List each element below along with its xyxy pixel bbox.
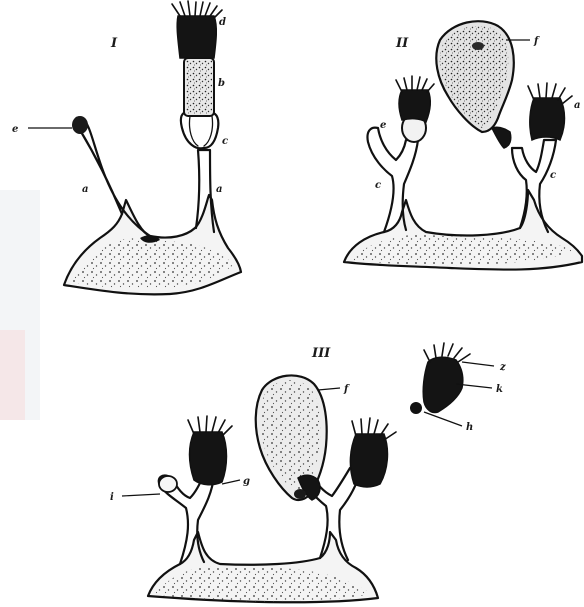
panel-iii-label-z: z [499, 362, 506, 373]
panel-i-label-b: b [218, 78, 225, 89]
panel-i-cell-body-stipple [186, 60, 212, 114]
panel-iii-flask-tip [294, 489, 306, 499]
panel-i-collar-inner [189, 116, 212, 146]
panel-iii-leader-z [462, 362, 494, 366]
background-smear-pink [0, 330, 25, 420]
panel-ii-label-c-right: c [550, 170, 556, 181]
panel-ii: II f a e c c [344, 21, 582, 269]
panel-i: I a b c d e a [12, 1, 241, 294]
panel-iii-numeral: III [311, 346, 331, 361]
panel-iii-left-crown [190, 432, 227, 485]
panel-ii-label-e: e [380, 120, 386, 131]
panel-iii-label-h: h [466, 422, 473, 433]
panel-ii-left-crown [399, 90, 430, 122]
panel-ii-flask-dark-spot [472, 42, 484, 50]
panel-ii-right-crown [530, 98, 565, 140]
panel-iii-label-i: i [110, 492, 114, 503]
panel-iii-label-k: k [496, 384, 503, 395]
panel-iii-leader-h [424, 412, 462, 426]
panel-iii-right-crown [350, 434, 387, 487]
panel-i-left-stalk [76, 118, 150, 237]
panel-iii-left-knob [159, 476, 177, 492]
panel-i-numeral: I [110, 36, 118, 51]
panel-iii-leader-f [318, 388, 340, 390]
panel-ii-label-c-left: c [375, 180, 381, 191]
panel-iii-label-g: g [243, 476, 250, 487]
panel-iii-leader-g [222, 480, 240, 484]
panel-ii-flask-neck [492, 127, 511, 148]
panel-i-label-d: d [219, 17, 226, 28]
panel-ii-label-f: f [533, 36, 540, 47]
panel-ii-label-a: a [574, 100, 580, 111]
panel-iii-label-f: f [343, 384, 350, 395]
panel-i-label-a-right: a [216, 184, 222, 195]
panel-ii-numeral: II [395, 36, 409, 51]
panel-i-label-c: c [222, 136, 228, 147]
panel-i-label-e: e [12, 124, 18, 135]
panel-i-label-a-left: a [82, 184, 88, 195]
panel-i-left-knob [72, 116, 88, 134]
panel-iii-detached-cell [423, 357, 463, 412]
panel-i-crown [177, 16, 216, 58]
panel-iii-detached-knob [410, 402, 422, 414]
panel-iii-leader-i [122, 494, 160, 496]
panel-iii: III [110, 343, 506, 602]
